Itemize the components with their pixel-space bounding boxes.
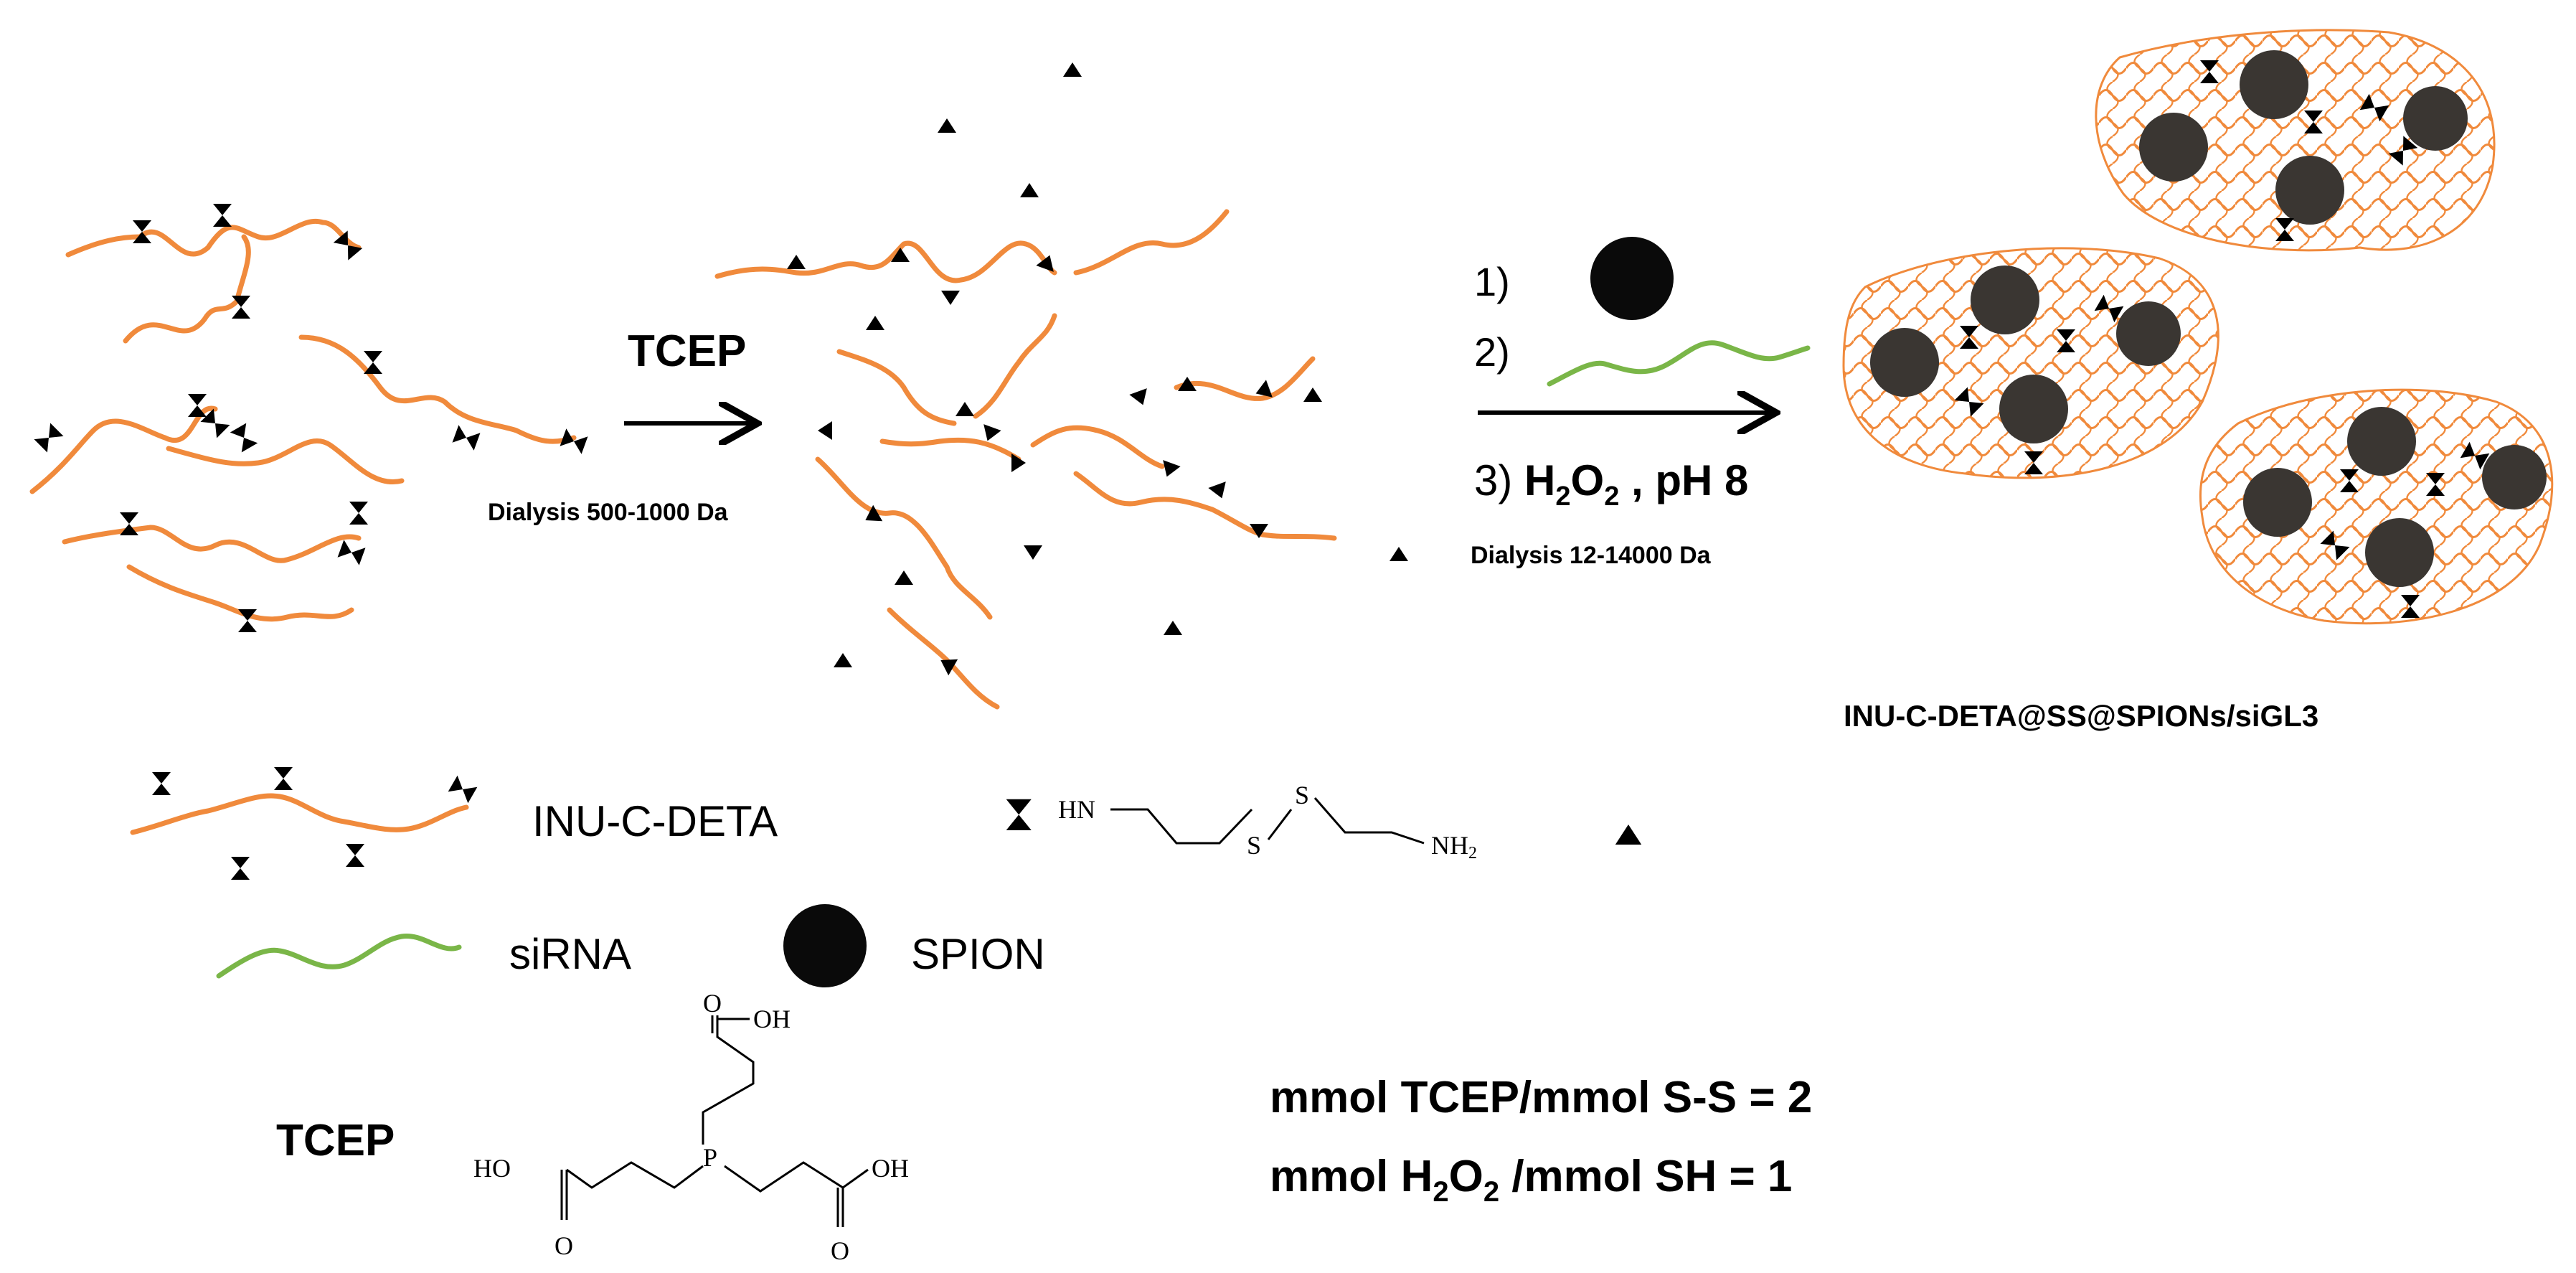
cleaved-cysteamine-triangles xyxy=(834,62,1408,667)
linker-nh2-label: NH2 xyxy=(1431,831,1477,863)
disulfide-crosslinks xyxy=(34,204,588,632)
free-thiol-sites xyxy=(787,248,1273,676)
nanoparticle-cluster-right xyxy=(2199,388,2554,625)
reduced-polymer-chains xyxy=(714,209,1337,710)
tcep-o-top: O xyxy=(703,989,722,1018)
step2-item1-label: 1) xyxy=(1474,259,1510,304)
product-label: INU-C-DETA@SS@SPIONs/siGL3 xyxy=(1844,699,2318,733)
legend-cysteamine-triangle xyxy=(1615,825,1642,845)
tcep-oh-right: OH xyxy=(872,1154,909,1183)
step2-item2-label: 2) xyxy=(1474,329,1510,375)
tcep-chemical-structure xyxy=(560,1015,869,1227)
crosslinked-polymer-cluster xyxy=(29,218,577,622)
tcep-o-bottom-right: O xyxy=(831,1236,849,1265)
legend-spion-label: SPION xyxy=(911,930,1045,978)
ratio-h2o2-line: mmol H2O2 /mmol SH = 1 xyxy=(1270,1152,1792,1208)
step2-dialysis-label: Dialysis 12-14000 Da xyxy=(1471,542,1712,569)
step2-item3-label: 3) H2O2 , pH 8 xyxy=(1474,456,1748,512)
legend-disulfide-linker: HN S S NH2 xyxy=(1006,781,1477,863)
nanoparticle-cluster-top xyxy=(2095,29,2496,252)
ratio-tcep-line: mmol TCEP/mmol S-S = 2 xyxy=(1270,1073,1812,1122)
nanoparticle-cluster-left xyxy=(1842,247,2219,479)
tcep-ho-left: HO xyxy=(473,1154,511,1183)
tcep-o-bottom-left: O xyxy=(555,1231,573,1260)
spion-icon xyxy=(1590,237,1674,320)
step1-reagent-label: TCEP xyxy=(628,327,746,376)
tcep-oh-top: OH xyxy=(753,1005,791,1033)
tcep-structure-label: TCEP xyxy=(276,1116,395,1165)
linker-hn-label: HN xyxy=(1058,795,1095,824)
legend-polymer-swatch xyxy=(130,767,478,880)
linker-s1-label: S xyxy=(1247,831,1261,860)
legend-sirna-label: siRNA xyxy=(509,930,631,978)
legend-sirna-swatch xyxy=(216,933,462,979)
legend-spion-swatch xyxy=(783,904,867,987)
tcep-p-center: P xyxy=(703,1143,717,1172)
step1-dialysis-label: Dialysis 500-1000 Da xyxy=(488,499,729,526)
linker-s2-label: S xyxy=(1295,781,1309,809)
legend-polymer-label: INU-C-DETA xyxy=(532,797,778,845)
sirna-icon xyxy=(1547,340,1811,387)
